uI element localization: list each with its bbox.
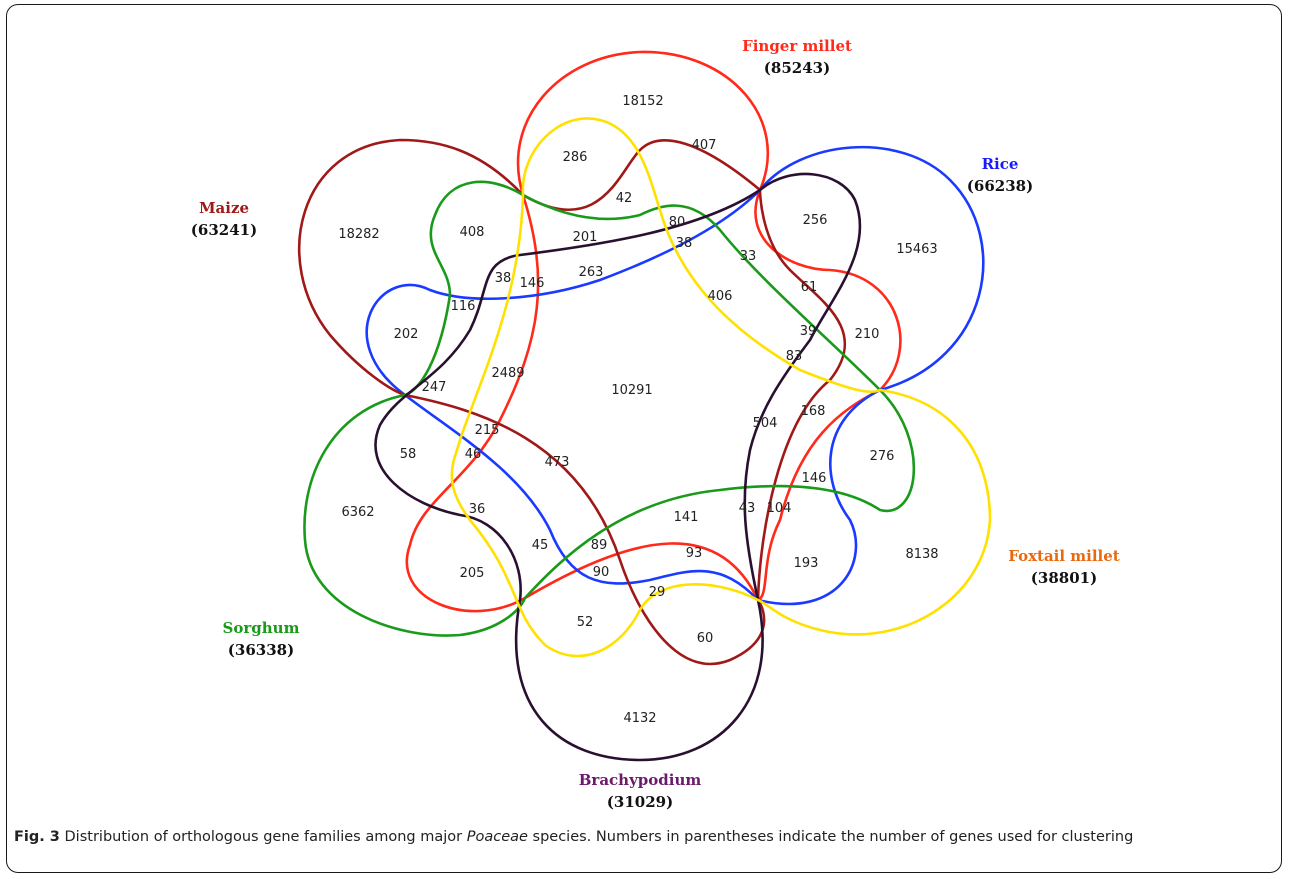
region-count: 38 bbox=[495, 271, 512, 286]
region-count: 504 bbox=[753, 416, 778, 431]
region-count: 83 bbox=[786, 349, 803, 364]
region-count: 210 bbox=[855, 327, 880, 342]
region-count: 58 bbox=[400, 447, 417, 462]
label-maize: Maize (63241) bbox=[191, 199, 257, 239]
region-count: 202 bbox=[394, 327, 419, 342]
species-name: Maize bbox=[199, 199, 249, 217]
region-count: 215 bbox=[475, 423, 500, 438]
region-count: 205 bbox=[460, 566, 485, 581]
species-count: (85243) bbox=[764, 59, 830, 77]
region-count: 104 bbox=[767, 501, 792, 516]
region-count: 168 bbox=[801, 404, 826, 419]
label-foxtail-millet: Foxtail millet (38801) bbox=[1008, 547, 1120, 587]
region-count: 407 bbox=[692, 138, 717, 153]
label-brachypodium: Brachypodium (31029) bbox=[579, 771, 702, 811]
foxtail-curve bbox=[450, 117, 992, 658]
region-count: 146 bbox=[520, 276, 545, 291]
species-count: (63241) bbox=[191, 221, 257, 239]
rice-curve bbox=[365, 145, 985, 606]
region-count: 8138 bbox=[905, 547, 938, 562]
caption-text-after: species. Numbers in parentheses indicate… bbox=[527, 829, 1134, 845]
region-count: 38 bbox=[676, 236, 693, 251]
region-count: 473 bbox=[545, 455, 570, 470]
label-rice: Rice (66238) bbox=[967, 155, 1033, 195]
region-count: 247 bbox=[422, 380, 447, 395]
region-count: 201 bbox=[573, 230, 598, 245]
species-name: Rice bbox=[982, 155, 1019, 173]
region-count: 406 bbox=[708, 289, 733, 304]
label-sorghum: Sorghum (36338) bbox=[223, 619, 300, 659]
species-count: (31029) bbox=[607, 793, 673, 811]
region-count: 80 bbox=[669, 215, 686, 230]
label-finger-millet: Finger millet (85243) bbox=[742, 37, 852, 77]
species-name: Finger millet bbox=[742, 37, 852, 55]
species-name: Foxtail millet bbox=[1008, 547, 1120, 565]
region-count: 6362 bbox=[341, 505, 374, 520]
region-count: 29 bbox=[649, 585, 666, 600]
region-count: 10291 bbox=[611, 383, 652, 398]
brachypodium-curve bbox=[374, 172, 862, 762]
species-count: (66238) bbox=[967, 177, 1033, 195]
region-counts: 18152 286 407 42 80 38 201 408 263 146 3… bbox=[338, 94, 938, 726]
region-count: 36 bbox=[469, 502, 486, 517]
region-count: 52 bbox=[577, 615, 594, 630]
finger-millet-curve bbox=[405, 50, 902, 613]
region-count: 263 bbox=[579, 265, 604, 280]
region-count: 18282 bbox=[338, 227, 379, 242]
species-name: Sorghum bbox=[223, 619, 300, 637]
region-count: 46 bbox=[465, 447, 482, 462]
region-count: 2489 bbox=[491, 366, 524, 381]
region-count: 60 bbox=[697, 631, 714, 646]
species-count: (38801) bbox=[1031, 569, 1097, 587]
region-count: 256 bbox=[803, 213, 828, 228]
region-count: 42 bbox=[616, 191, 633, 206]
caption-text-before: Distribution of orthologous gene familie… bbox=[59, 829, 467, 845]
region-count: 43 bbox=[739, 501, 756, 516]
region-count: 15463 bbox=[896, 242, 937, 257]
region-count: 116 bbox=[451, 299, 476, 314]
region-count: 33 bbox=[740, 249, 757, 264]
figure-caption: Fig. 3 Distribution of orthologous gene … bbox=[14, 826, 1254, 848]
region-count: 89 bbox=[591, 538, 608, 553]
region-count: 90 bbox=[593, 565, 610, 580]
region-count: 61 bbox=[801, 280, 818, 295]
region-count: 39 bbox=[800, 324, 817, 339]
region-count: 18152 bbox=[622, 94, 663, 109]
region-count: 45 bbox=[532, 538, 549, 553]
region-count: 408 bbox=[460, 225, 485, 240]
region-count: 4132 bbox=[623, 711, 656, 726]
region-count: 141 bbox=[674, 510, 699, 525]
maize-curve bbox=[297, 138, 846, 666]
venn-diagram: Finger millet (85243) Rice (66238) Maize… bbox=[191, 37, 1120, 811]
species-count: (36338) bbox=[228, 641, 294, 659]
region-count: 146 bbox=[802, 471, 827, 486]
region-count: 276 bbox=[870, 449, 895, 464]
species-name: Brachypodium bbox=[579, 771, 702, 789]
sorghum-curve bbox=[303, 180, 916, 637]
region-count: 286 bbox=[563, 150, 588, 165]
caption-italic-term: Poaceae bbox=[466, 829, 528, 845]
region-count: 93 bbox=[686, 546, 703, 561]
figure-label: Fig. 3 bbox=[14, 829, 60, 845]
region-count: 193 bbox=[794, 556, 819, 571]
figure-frame bbox=[6, 4, 1282, 873]
